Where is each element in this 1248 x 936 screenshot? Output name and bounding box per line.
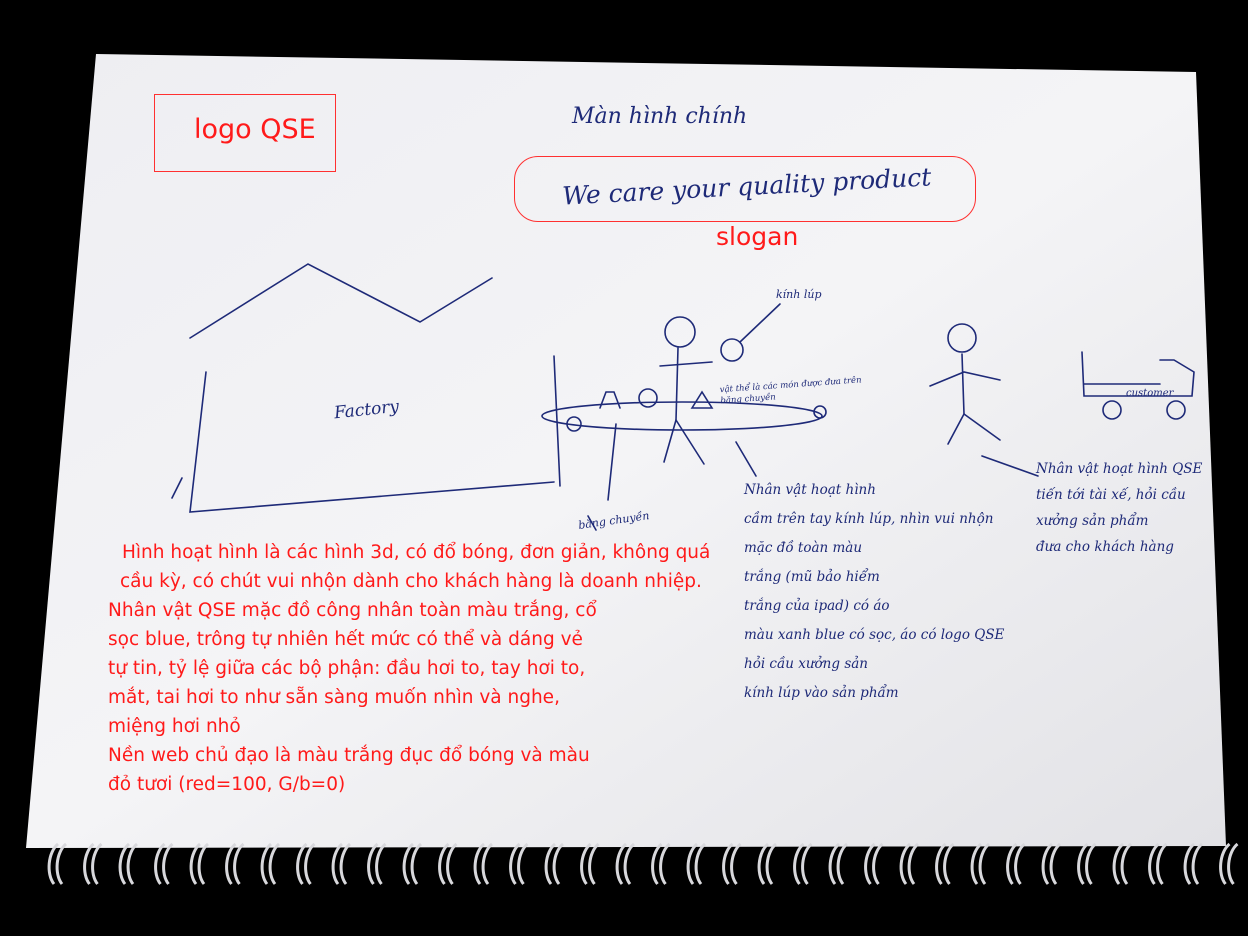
spiral-ring [296, 842, 316, 885]
note-line: mặc đồ toàn màu [744, 540, 863, 556]
spiral-ring [864, 842, 884, 885]
note-line: đưa cho khách hàng [1036, 539, 1174, 555]
spiral-ring [1041, 842, 1062, 885]
spiral-ring [722, 842, 742, 885]
description-line: Nền web chủ đạo là màu trắng đục đổ bóng… [108, 745, 590, 766]
spiral-ring [367, 842, 387, 885]
factory-sketch [171, 263, 561, 513]
spiral-ring [509, 842, 529, 885]
spiral-ring [899, 842, 920, 885]
spiral-ring [1112, 842, 1133, 885]
spiral-ring [544, 842, 565, 885]
magnifier-label: kính lúp [776, 288, 822, 301]
spiral-ring [757, 842, 778, 885]
spiral-ring [1006, 842, 1026, 885]
note-line: xưởng sản phẩm [1036, 513, 1149, 529]
note-line: cầm trên tay kính lúp, nhìn vui nhộn [744, 511, 994, 527]
spiral-ring [651, 842, 671, 885]
spiral-ring [1077, 842, 1097, 885]
spiral-ring [1219, 842, 1239, 885]
spiral-ring [154, 842, 174, 885]
spiral-ring [260, 842, 281, 885]
spiral-ring [83, 842, 103, 885]
note-line: tiến tới tài xế, hỏi cầu [1036, 487, 1186, 503]
spiral-ring [793, 842, 813, 885]
slogan-label: slogan [716, 222, 799, 251]
worker-figure [659, 303, 781, 465]
description-line: Hình hoạt hình là các hình 3d, có đổ bón… [122, 542, 711, 563]
right-notes: Nhân vật hoạt hình QSE tiến tới tài xế, … [1036, 456, 1202, 560]
spiral-ring [970, 842, 991, 885]
spiral-ring [47, 842, 68, 885]
spiral-ring [331, 842, 352, 885]
spiral-ring [438, 842, 458, 885]
spiral-ring [615, 842, 636, 885]
spiral-ring [686, 842, 707, 885]
spiral-ring [828, 842, 849, 885]
description-line: tự tin, tỷ lệ giữa các bộ phận: đầu hơi … [108, 658, 586, 679]
description-line: mắt, tai hơi to như sẵn sàng muốn nhìn v… [108, 687, 560, 708]
description-line: sọc blue, trông tự nhiên hết mức có thể … [108, 629, 583, 650]
spiral-ring [473, 842, 494, 885]
spiral-ring [1183, 842, 1204, 885]
screen-title: Màn hình chính [572, 104, 748, 129]
note-line: màu xanh blue có sọc, áo có logo QSE [744, 627, 1005, 643]
description-line: cầu kỳ, có chút vui nhộn dành cho khách … [120, 571, 702, 592]
conveyor-sketch [541, 388, 827, 531]
customer-label: customer [1126, 388, 1174, 399]
note-line: kính lúp vào sản phẩm [744, 685, 899, 701]
note-line: trắng (mũ bảo hiểm [744, 569, 880, 585]
truck-sketch [1081, 351, 1195, 420]
walking-figure [929, 323, 1039, 477]
note-line: Nhân vật hoạt hình QSE [1036, 461, 1203, 477]
logo-placeholder-box [154, 94, 336, 172]
spiral-ring [118, 842, 139, 885]
spiral-ring [935, 842, 955, 885]
paper-surface [26, 54, 1226, 848]
sketch-drawing [171, 263, 1195, 531]
description-line: miệng hơi nhỏ [108, 716, 241, 737]
logo-label: logo QSE [194, 114, 316, 145]
center-notes: Nhân vật hoạt hình cầm trên tay kính lúp… [744, 476, 1004, 708]
note-line: hỏi cầu xưởng sản [744, 656, 868, 672]
spiral-ring [189, 842, 210, 885]
spiral-ring [580, 842, 600, 885]
slogan-box [514, 156, 976, 222]
note-line: Nhân vật hoạt hình [744, 482, 876, 498]
description-line: đỏ tươi (red=100, G/b=0) [108, 774, 346, 795]
spiral-ring [1148, 842, 1168, 885]
design-description: Hình hoạt hình là các hình 3d, có đổ bón… [108, 538, 768, 799]
description-line: Nhân vật QSE mặc đồ công nhân toàn màu t… [108, 600, 597, 621]
note-line: trắng của ipad) có áo [744, 598, 890, 614]
spiral-ring [402, 842, 423, 885]
spiral-binding [47, 842, 1239, 885]
spiral-ring [225, 842, 245, 885]
